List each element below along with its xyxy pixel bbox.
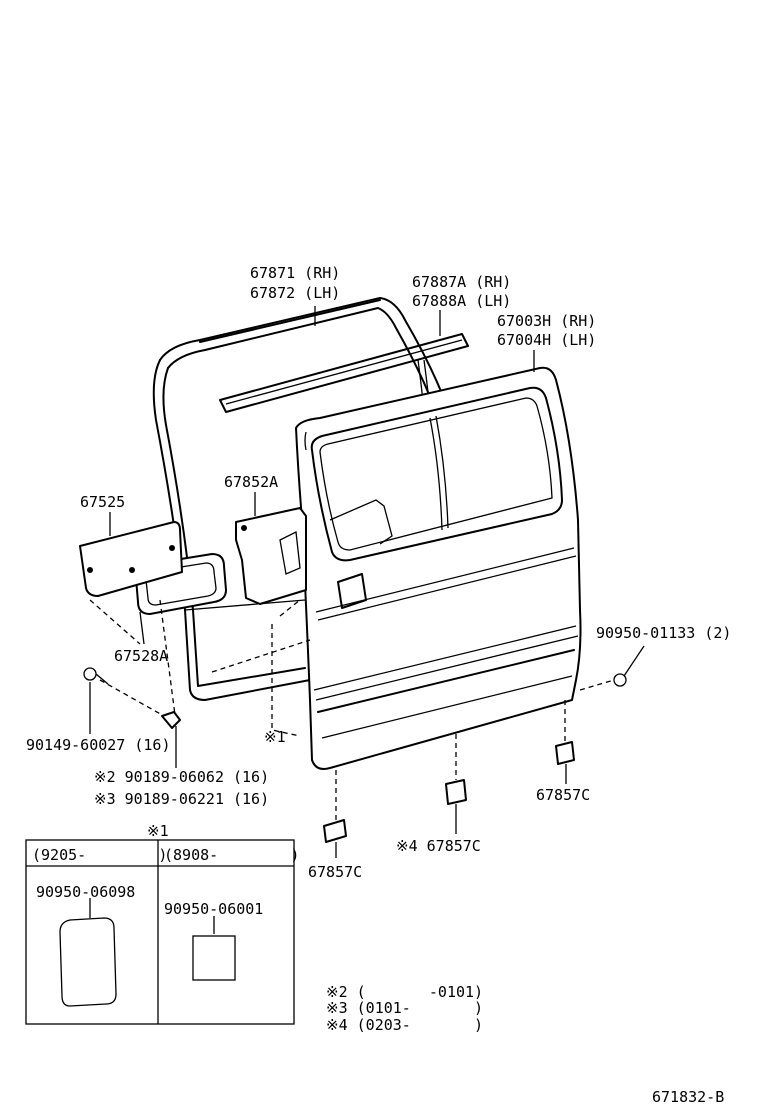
part-labels: 67871 (RH) 67872 (LH) 67887A (RH) 67888A… <box>26 264 731 881</box>
guard-pads <box>323 741 575 843</box>
label-ref-1: ※1 <box>264 728 286 746</box>
label-clip-right: 90950-01133 (2) <box>596 624 731 642</box>
label-guard-left: 67857C <box>308 863 362 881</box>
label-hole-seal: 67528A <box>114 647 168 665</box>
fasteners <box>83 667 627 729</box>
label-door-lh: 67004H (LH) <box>497 331 596 349</box>
note-3: ※3 (0101- ) <box>326 999 483 1017</box>
reference-table: ※1 (9205- ) (8908- ) 90950-06098 90950-0… <box>25 822 299 1025</box>
mounting-plate <box>79 521 183 597</box>
label-seal-lh: 67872 (LH) <box>250 284 340 302</box>
table-col2-header: (8908- ) <box>164 846 299 864</box>
label-strip-rh: 67887A (RH) <box>412 273 511 291</box>
note-4: ※4 (0203- ) <box>326 1016 483 1034</box>
label-clip-2: ※2 90189-06062 (16) <box>94 768 269 786</box>
table-col1-header: (9205- ) <box>32 846 167 864</box>
notes: ※2 ( -0101) ※3 (0101- ) ※4 (0203- ) <box>326 983 483 1034</box>
diagram-id: 671832-B <box>652 1088 724 1106</box>
note-2: ※2 ( -0101) <box>326 983 483 1001</box>
label-plate: 67525 <box>80 493 125 511</box>
table-title: ※1 <box>147 822 169 840</box>
label-guard-middle: ※4 67857C <box>396 837 481 855</box>
trim-cover <box>235 507 307 605</box>
label-door-rh: 67003H (RH) <box>497 312 596 330</box>
leader-lines <box>89 306 645 858</box>
label-strip-lh: 67888A (LH) <box>412 292 511 310</box>
label-clip-3: ※3 90189-06221 (16) <box>94 790 269 808</box>
table-col2-part: 90950-06001 <box>164 900 263 918</box>
table-col1-part: 90950-06098 <box>36 883 135 901</box>
label-screw: 90149-60027 (16) <box>26 736 171 754</box>
label-cover: 67852A <box>224 473 278 491</box>
label-seal-rh: 67871 (RH) <box>250 264 340 282</box>
glass-run-strip <box>219 333 469 413</box>
label-guard-right: 67857C <box>536 786 590 804</box>
sliding-door-panel <box>295 366 582 770</box>
